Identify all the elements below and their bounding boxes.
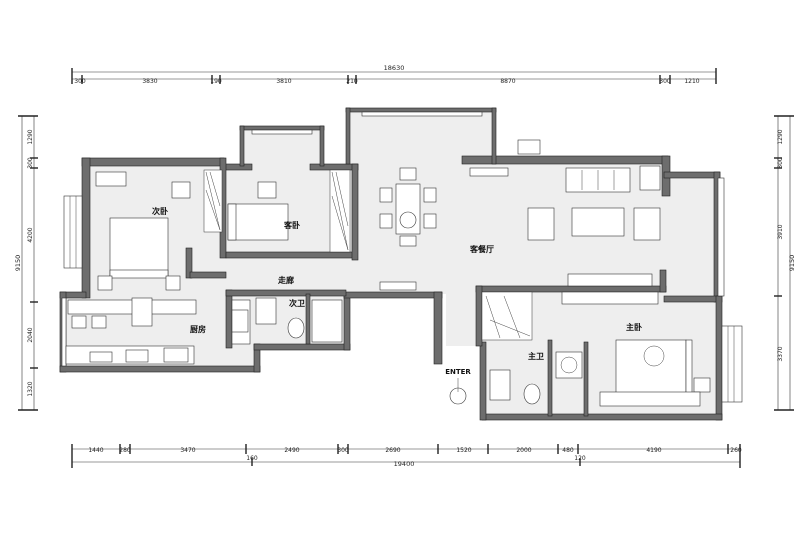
toilet-second: [287, 317, 305, 339]
label-second-bath: 次卫: [289, 298, 305, 308]
dim-left-0: 1290: [27, 129, 34, 144]
bottom-dimensions: 1440 280 3470 2490 300 2690 1520 2000 48…: [71, 444, 742, 468]
dim-left-1: 300: [27, 157, 34, 169]
dim-bottom-lower-1: 120: [574, 455, 586, 462]
bed-second: [109, 217, 169, 277]
dim-bottom-10: 260: [730, 447, 742, 454]
dim-top-6: 300: [659, 78, 671, 85]
dim-top-3: 3810: [276, 78, 291, 85]
label-kitchen: 厨房: [190, 324, 206, 334]
dim-right-1: 300: [777, 157, 784, 169]
kitchen-furniture: [65, 297, 251, 365]
dim-bottom-lower-0: 160: [246, 455, 258, 462]
second-bedroom-furniture: [95, 169, 223, 291]
dim-bottom-1: 280: [119, 447, 131, 454]
dim-bottom-2: 3470: [180, 447, 195, 454]
bed-guest: [227, 203, 289, 241]
windows: [61, 111, 743, 403]
left-dimensions: 9150 1290 300 4200 2040 1320: [14, 115, 38, 411]
dim-bottom-0: 1440: [88, 447, 103, 454]
dim-bottom-9: 4190: [646, 447, 661, 454]
label-corridor: 走廊: [277, 275, 294, 285]
dim-bottom-3: 2490: [284, 447, 299, 454]
dim-right-0: 1290: [777, 129, 784, 144]
label-second-bedroom: 次卧: [152, 206, 168, 216]
dining-furniture: [379, 139, 541, 291]
walls: [59, 107, 723, 421]
dim-top-5: 8870: [500, 78, 515, 85]
label-guest-bedroom: 客卧: [283, 220, 300, 230]
guest-bedroom-furniture: [227, 169, 351, 253]
dim-right-total: 9150: [788, 255, 796, 272]
label-entrance: ENTER: [445, 368, 471, 376]
coffee-table: [571, 207, 625, 237]
dim-bottom-7: 2000: [516, 447, 531, 454]
label-master-bath: 主卫: [528, 351, 544, 361]
label-living-dining: 客餐厅: [469, 244, 494, 254]
dim-top-7: 1210: [684, 78, 699, 85]
tv-cabinet: [567, 273, 653, 287]
dim-bottom-4: 300: [337, 447, 349, 454]
dim-top-total: 18630: [384, 64, 405, 72]
wardrobe-master: [481, 291, 533, 341]
entrance-mark: [449, 378, 467, 405]
second-bath-furniture: [255, 297, 343, 343]
label-master-bedroom: 主卧: [626, 322, 642, 332]
room-labels: 次卧 客卧 客餐厅 走廊 厨房 次卫 主卫 主卧 ENTER: [152, 206, 642, 376]
bed-master: [615, 339, 687, 397]
dim-bottom-6: 1520: [456, 447, 471, 454]
dim-right-2: 3910: [777, 224, 784, 239]
dim-top-0: 300: [74, 78, 86, 85]
dim-top-1: 3830: [142, 78, 157, 85]
living-furniture: [469, 165, 661, 287]
top-dimensions: 18630 300 3830 190 3810 210 8870 300 121…: [71, 64, 717, 85]
dim-top-2: 190: [210, 78, 222, 85]
dim-top-4: 210: [346, 78, 358, 85]
dim-right-3: 3370: [777, 346, 784, 361]
dim-left-total: 9150: [14, 255, 22, 272]
right-dimensions: 9150 1290 300 3910 3370: [774, 115, 796, 411]
master-furniture: [481, 291, 711, 407]
dim-left-4: 1320: [27, 381, 34, 396]
dim-bottom-8: 480: [562, 447, 574, 454]
toilet-master: [523, 383, 541, 405]
dim-bottom-total: 19400: [394, 460, 415, 468]
dim-bottom-5: 2690: [385, 447, 400, 454]
dim-left-3: 2040: [27, 327, 34, 342]
dim-left-2: 4200: [27, 227, 34, 242]
